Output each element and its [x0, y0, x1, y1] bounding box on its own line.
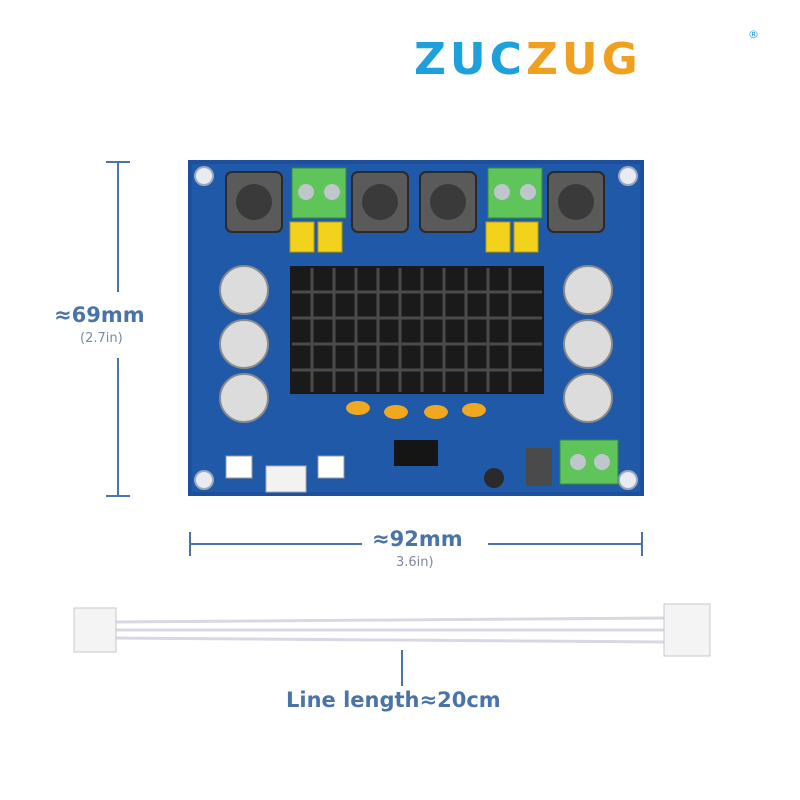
width-dimension-line: [189, 532, 643, 556]
brand-logo-part-1: ZUC: [414, 34, 526, 85]
brand-logo-part-2: ZUG: [525, 34, 642, 85]
amplifier-board: [188, 160, 644, 496]
brand-logo: ZUCZUG: [414, 34, 642, 85]
width-sub-label: 3.6in): [396, 555, 434, 570]
connector-cable: [73, 603, 711, 657]
capacitors: [219, 265, 613, 423]
height-sub-label: (2.7in): [80, 331, 123, 346]
height-dimension-line: [106, 161, 130, 497]
height-label: ≈69mm: [54, 303, 145, 327]
heatsink: [290, 266, 544, 394]
cable-length-label: Line length≈20cm: [286, 688, 501, 712]
speaker-terminals: [291, 167, 543, 219]
width-label: ≈92mm: [372, 527, 463, 551]
registered-mark: ®: [748, 28, 759, 41]
